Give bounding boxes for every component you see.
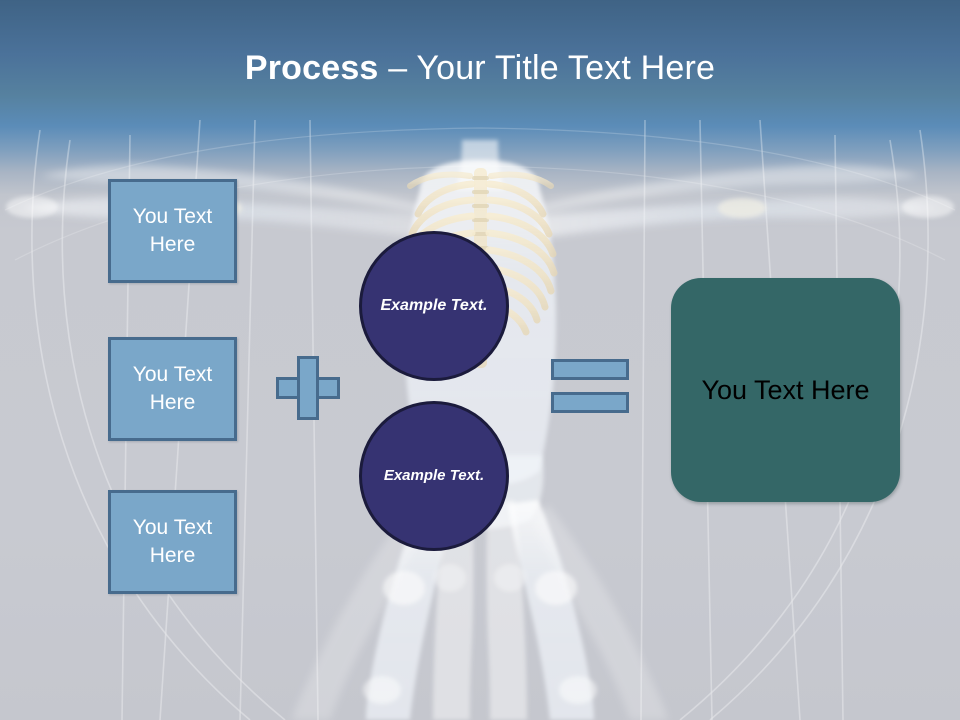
result-box[interactable]: You Text Here (671, 278, 900, 502)
input-box-3[interactable]: You Text Here (108, 490, 237, 594)
example-circle-2[interactable]: Example Text. (359, 401, 509, 551)
result-box-label: You Text Here (701, 374, 870, 405)
example-circle-2-label: Example Text. (383, 467, 485, 484)
page-title-rest: – Your Title Text Here (378, 49, 716, 87)
equals-icon-top-bar (551, 359, 629, 380)
input-box-1[interactable]: You Text Here (108, 179, 237, 283)
input-box-2-label: You Text Here (132, 363, 213, 414)
plus-icon-center-patch (300, 380, 316, 396)
equals-icon-bottom-bar (551, 392, 629, 413)
page-title: Process – Your Title Text Here (0, 47, 960, 89)
example-circle-1-label: Example Text. (380, 297, 488, 314)
input-box-2[interactable]: You Text Here (108, 337, 237, 441)
page-title-bold: Process (244, 49, 379, 87)
example-circle-1[interactable]: Example Text. (359, 231, 509, 381)
plus-icon (276, 356, 340, 420)
input-box-1-label: You Text Here (132, 205, 213, 256)
input-box-3-label: You Text Here (132, 516, 213, 567)
equals-icon (551, 359, 629, 413)
